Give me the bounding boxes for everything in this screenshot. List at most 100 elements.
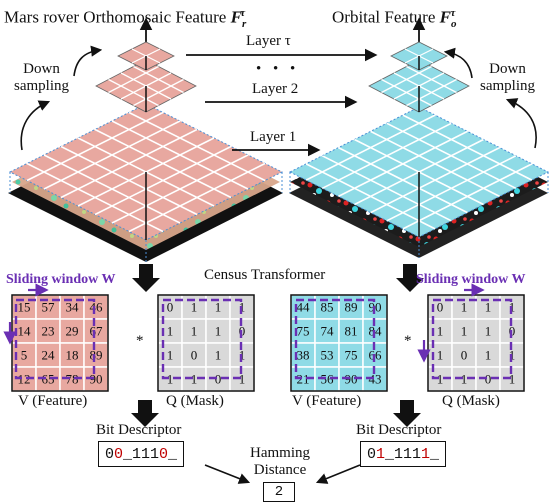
q-right-cell-value: 0: [461, 348, 468, 363]
bit-right-2: _111: [384, 445, 421, 463]
v-right-cell-value: 81: [345, 324, 358, 339]
v-right-cell-value: 75: [345, 348, 358, 363]
v-right-cell-value: 21: [297, 372, 310, 387]
q-left-cell-value: 1: [191, 300, 198, 315]
v-left-cell-value: 23: [42, 324, 55, 339]
v-left-cell-value: 24: [42, 348, 56, 363]
v-right-cell: [314, 342, 340, 368]
q-right-cell-value: 1: [437, 324, 444, 339]
bit-left-3: 0: [159, 445, 169, 463]
q-right-cell-value: 1: [461, 324, 468, 339]
layer-2-label: Layer 2: [252, 81, 299, 97]
q-left-cell-value: 0: [215, 372, 222, 387]
bit-descriptor-label-left: Bit Descriptor: [96, 422, 182, 438]
v-left-cell-value: 29: [66, 324, 79, 339]
rover-downsample-arrow-upper: [73, 45, 103, 77]
q-left-cell: [205, 318, 231, 344]
orbital-feature-pyramid: [288, 17, 550, 258]
q-right-cell-value: 1: [509, 372, 516, 387]
orbital-feature-superscript: τ: [450, 7, 456, 19]
q-mask-caption-left: Q (Mask): [166, 393, 224, 409]
right-to-bit-arrow: [393, 400, 421, 427]
q-right-cell-value: 1: [437, 348, 444, 363]
q-right-cell-value: 1: [461, 372, 468, 387]
q-left-cell: [181, 318, 207, 344]
mask-window-left: [161, 298, 243, 380]
sliding-window-label-right: Sliding window W: [416, 273, 525, 287]
rover-feature-pyramid: [8, 17, 284, 262]
q-right-cell-value: 1: [485, 300, 492, 315]
v-left-cell-value: 5: [21, 348, 28, 363]
q-right-cell-value: 1: [485, 348, 492, 363]
left-hamming-arrow: [204, 464, 251, 484]
bit-right-0: 0: [366, 445, 376, 463]
q-left-cell-value: 1: [167, 324, 174, 339]
q-left-cell-value: 1: [191, 372, 198, 387]
q-left-cell-value: 1: [167, 372, 174, 387]
bit-right-1: 1: [375, 445, 385, 463]
v-right-cell-value: 44: [297, 300, 311, 315]
orbital-to-census-arrow: [396, 264, 424, 292]
orbital-downsampling-line1: Down: [489, 61, 526, 77]
v-left-cell-value: 34: [66, 300, 80, 315]
q-left-cell-value: 1: [215, 324, 222, 339]
sliding-window-right: [294, 298, 376, 380]
v-left-cell: [83, 342, 109, 368]
bit-right-4: _: [430, 445, 440, 463]
q-left-cell: [181, 342, 207, 368]
v-left-cell-value: 12: [18, 372, 31, 387]
rover-feature-symbol: F: [230, 7, 242, 27]
v-right-cell-value: 74: [321, 324, 335, 339]
q-right-cell-value: 1: [485, 324, 492, 339]
v-right-cell-value: 89: [345, 300, 358, 315]
layer-tau-label: Layer τ: [246, 33, 291, 49]
rover-downsampling-line1: Down: [23, 61, 60, 77]
orbital-downsampling-label: Down sampling: [480, 62, 535, 94]
v-right-cell-value: 43: [369, 372, 382, 387]
rover-downsample-arrow-lower: [20, 100, 51, 151]
v-right-cell-value: 53: [321, 348, 334, 363]
v-right-cell-value: 38: [297, 348, 310, 363]
v-feature-caption-left: V (Feature): [18, 393, 88, 409]
mask-window-right: [431, 298, 513, 380]
multiply-symbol-left: *: [136, 333, 144, 349]
rover-downsampling-line2: sampling: [14, 78, 69, 94]
q-right-cell-value: 1: [437, 372, 444, 387]
layer-1-label: Layer 1: [250, 129, 297, 145]
v-left-cell-value: 15: [18, 300, 31, 315]
v-left-cell-value: 78: [66, 372, 79, 387]
q-mask-caption-right: Q (Mask): [442, 393, 500, 409]
v-right-cell-value: 56: [321, 372, 335, 387]
rover-layer-1: [8, 103, 284, 262]
q-left-cell-value: 0: [167, 300, 174, 315]
v-right-cell-value: 75: [297, 324, 310, 339]
v-left-cell-value: 90: [90, 372, 103, 387]
v-left-cell: [59, 342, 85, 368]
right-hamming-arrow: [315, 464, 361, 484]
multiply-symbol-right: *: [404, 333, 412, 349]
q-left-cell-value: 1: [215, 300, 222, 315]
v-left-cell-value: 57: [42, 300, 56, 315]
v-right-cell-value: 84: [369, 324, 383, 339]
v-left-cell-value: 14: [18, 324, 32, 339]
hamming-distance-label: Hamming Distance: [244, 446, 316, 478]
q-left-cell-value: 0: [191, 348, 198, 363]
v-right-cell-value: 90: [345, 372, 358, 387]
v-left-cell-value: 67: [90, 324, 104, 339]
v-right-border: [290, 294, 388, 392]
v-left-cell-value: 65: [42, 372, 55, 387]
v-right-cell: [338, 342, 364, 368]
sliding-window-text-right: Sliding window W: [416, 272, 526, 287]
v-right-cell-value: 85: [321, 300, 334, 315]
orbital-feature-title: Orbital Feature Foτ: [332, 7, 456, 30]
rover-to-census-arrow: [132, 264, 160, 292]
v-right-cell-value: 66: [369, 348, 383, 363]
v-right-cell: [314, 318, 340, 344]
bit-left-1: 0: [113, 445, 123, 463]
left-to-bit-arrow: [131, 400, 159, 427]
